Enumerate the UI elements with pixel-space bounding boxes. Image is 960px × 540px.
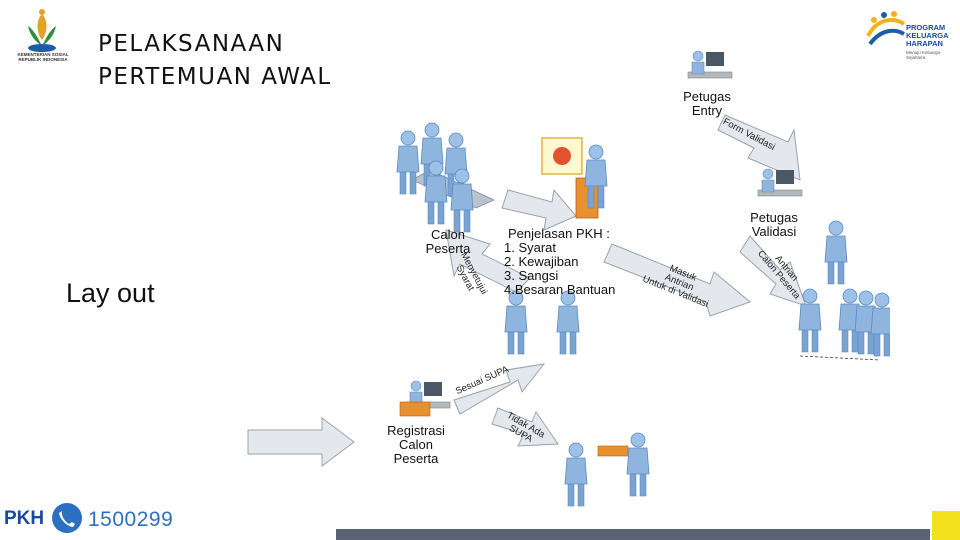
penjelasan-title: Penjelasan PKH :	[508, 226, 610, 241]
footer-phone-number[interactable]: 1500299	[88, 508, 174, 531]
page-title: PELAKSANAAN PERTEMUAN AWAL	[98, 28, 332, 94]
arrow-calon-to-penjelasan	[501, 188, 577, 231]
registrasi-figure	[399, 380, 451, 417]
penjelasan-pkh-list: Penjelasan PKH : 1. Syarat 2. Kewajiban …	[504, 227, 664, 297]
pkh-program-logo	[866, 11, 906, 46]
phone-icon	[52, 503, 82, 533]
footer-accent-square	[932, 511, 960, 540]
label-petugas-entry: Petugas Entry	[683, 89, 731, 118]
label-petugas-validasi: Petugas Validasi	[750, 210, 798, 239]
footer-bar	[336, 529, 930, 540]
arrow-entry-left	[247, 417, 355, 467]
meeting-table	[396, 122, 495, 233]
arrow-menyetujui-syarat	[445, 229, 531, 293]
presentation-board	[541, 137, 608, 219]
layout-label: Lay out	[66, 278, 155, 308]
pkh-line-2: KELUARGA	[906, 31, 949, 40]
penjelasan-item-1: 1. Syarat	[504, 240, 557, 255]
flow-diagram-graphics	[247, 50, 890, 507]
arrow-sesuai-supa	[453, 363, 546, 415]
pkh-program-name: PROGRAM KELUARGA HARAPAN	[906, 24, 949, 48]
kemensos-logo-text: KEMENTERIAN SOSIAL REPUBLIK INDONESIA	[17, 52, 69, 62]
penjelasan-item-3: 3. Sangsi	[504, 268, 559, 283]
kementerian-sosial-logo	[28, 9, 56, 52]
pkh-line-1: PROGRAM	[906, 23, 946, 32]
petugas-entry-figure	[687, 50, 733, 79]
flow-diagram: Petugas Entry Form Validasi Petugas Vali…	[240, 30, 890, 510]
penjelasan-item-2: 2. Kewajiban	[504, 254, 579, 269]
arrow-antrian-calon-peserta	[739, 235, 807, 307]
queue-figures	[798, 220, 890, 361]
pkh-line-3: HARAPAN	[906, 39, 943, 48]
arrow-tidak-ada-supa	[491, 407, 559, 447]
footer-pkh-word: PKH	[4, 508, 45, 529]
label-calon-peserta: Calon Peserta	[425, 227, 471, 256]
handshake-figures	[504, 290, 580, 355]
label-registrasi-calon-peserta: Registrasi Calon Peserta	[387, 423, 445, 466]
penjelasan-item-4: 4.Besaran Bantuan	[504, 282, 616, 297]
title-line-1: PELAKSANAAN	[98, 31, 285, 57]
arrow-form-validasi	[717, 114, 801, 181]
title-line-2: PERTEMUAN AWAL	[98, 64, 332, 90]
phone-glyph	[59, 511, 75, 527]
pkh-tagline: Menuju Keluarga Sejahtera	[906, 50, 941, 60]
handover-figures	[564, 432, 650, 507]
arrow-masuk-antrian	[603, 243, 751, 317]
